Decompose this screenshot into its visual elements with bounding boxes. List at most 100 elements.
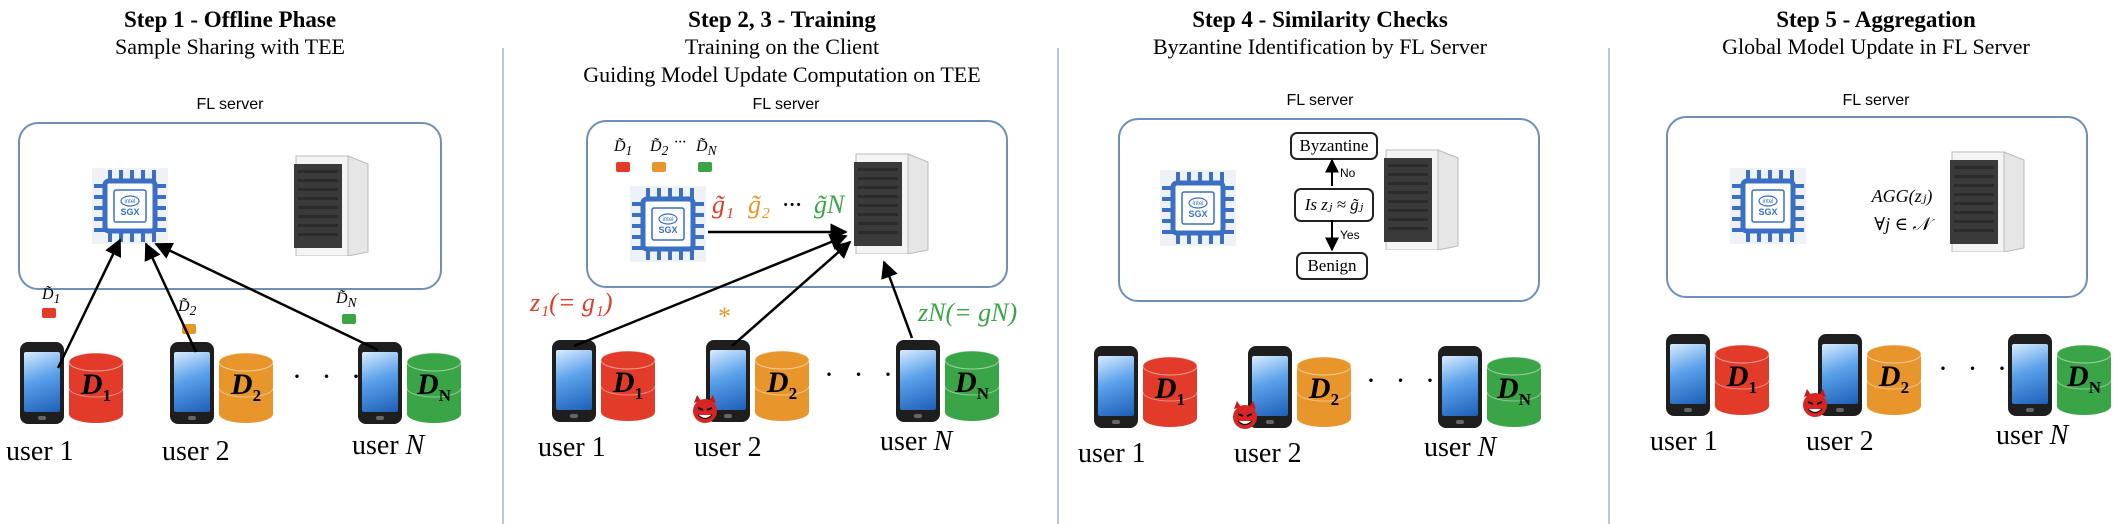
database-icon: D2 [1864, 342, 1924, 418]
smartphone-icon [1438, 346, 1482, 428]
server-label: FL server [1842, 92, 1910, 109]
step-title: Step 2, 3 - Training [688, 7, 876, 32]
smartphone-icon [358, 342, 402, 424]
divider [502, 48, 504, 524]
step-subtitle: Guiding Model Update Computation on TEE [583, 62, 981, 87]
intel-sgx-chip-icon: intel SGX [1730, 168, 1806, 244]
database-icon: D1 [1712, 342, 1772, 418]
divider [1057, 48, 1059, 524]
yes-label: Yes [1340, 228, 1360, 242]
svg-text:intel: intel [1192, 201, 1203, 207]
subset-chip [342, 314, 356, 324]
dataset-subset-label: D̃1 [42, 286, 61, 307]
subset-chip [182, 324, 196, 334]
step-title: Step 4 - Similarity Checks [1192, 7, 1448, 32]
similarity-check-box: Is zⱼ ≈ g̃ⱼ [1294, 188, 1374, 222]
database-icon: DN [2054, 342, 2114, 418]
step-subtitle: Sample Sharing with TEE [115, 34, 345, 59]
fl-server-box [18, 122, 442, 290]
user-label: user 1 [6, 436, 74, 467]
database-icon: D2 [216, 350, 276, 426]
user-label: user 2 [162, 436, 230, 467]
smartphone-icon [170, 342, 214, 424]
user-label: user 2 [1234, 438, 1302, 469]
no-label: No [1340, 166, 1356, 180]
smartphone-icon [20, 342, 64, 424]
server-label: FL server [196, 96, 264, 113]
subset-chip [652, 162, 666, 172]
database-icon: D1 [66, 350, 126, 426]
guiding-update-label: ··· [782, 190, 802, 219]
server-tower-icon [1378, 146, 1462, 255]
subset-chip [616, 162, 630, 172]
svg-text:SGX: SGX [658, 225, 677, 235]
devil-icon [1800, 388, 1830, 418]
server-tower-icon [288, 152, 372, 261]
dataset-subset-label: D̃N [696, 138, 717, 159]
svg-text:SGX: SGX [1188, 209, 1207, 219]
database-icon: DN [942, 348, 1002, 424]
user-label: user 2 [694, 432, 762, 463]
subset-chip [698, 162, 712, 172]
svg-text:intel: intel [124, 199, 135, 205]
smartphone-icon [552, 340, 596, 422]
server-tower-icon [1944, 148, 2028, 257]
server-label: FL server [1286, 92, 1354, 109]
svg-text:intel: intel [1762, 199, 1773, 205]
database-icon: D1 [1140, 354, 1200, 430]
guiding-update-label: g̃₂ [748, 190, 771, 219]
smartphone-icon [2008, 334, 2052, 416]
byzantine-box: Byzantine [1290, 132, 1378, 160]
dataset-subset-label: D̃2 [178, 298, 197, 319]
user-label: user N [880, 426, 953, 457]
divider [1608, 48, 1610, 524]
ellipsis: · · · [1366, 364, 1441, 397]
devil-icon [690, 394, 720, 424]
user-label: user 2 [1806, 426, 1874, 457]
user-label: user 1 [538, 432, 606, 463]
step-subtitle: Byzantine Identification by FL Server [1153, 34, 1487, 59]
user-label: user 1 [1078, 438, 1146, 469]
server-tower-icon [848, 150, 932, 259]
smartphone-icon [1248, 346, 1292, 428]
database-icon: D1 [598, 348, 658, 424]
intel-sgx-chip-icon: intel SGX [92, 168, 168, 244]
database-icon: DN [404, 350, 464, 426]
intel-sgx-chip-icon: intel SGX [1160, 170, 1236, 246]
user-label: user N [1424, 432, 1497, 463]
step-title: Step 5 - Aggregation [1776, 7, 1976, 32]
user-label: user N [352, 430, 425, 461]
subset-chip [42, 308, 56, 318]
aggregation-formula: AGG(zⱼ) ∀j ∈ 𝒩 [1852, 182, 1952, 238]
svg-text:intel: intel [662, 217, 673, 223]
smartphone-icon [1094, 346, 1138, 428]
database-icon: D2 [752, 348, 812, 424]
star-mark: * [718, 302, 731, 331]
dataset-subset-label: D̃2 [650, 138, 669, 159]
step-title: Step 1 - Offline Phase [123, 7, 337, 32]
user-label: user N [1996, 420, 2069, 451]
step-subtitle: Training on the Client [684, 34, 880, 59]
server-label: FL server [752, 96, 820, 113]
aggregation-quantifier: ∀j ∈ 𝒩 [1874, 214, 1930, 234]
smartphone-icon [1666, 334, 1710, 416]
benign-box: Benign [1296, 252, 1368, 280]
dataset-subset-label: D̃N [336, 290, 357, 311]
database-icon: D2 [1294, 354, 1354, 430]
subset-dots: ··· [674, 134, 686, 151]
user-label: user 1 [1650, 426, 1718, 457]
guiding-update-label: g̃₁ [712, 190, 735, 219]
database-icon: DN [1484, 354, 1544, 430]
smartphone-icon [896, 340, 940, 422]
ellipsis: · · · [1938, 352, 2013, 385]
ellipsis: · · · [292, 360, 367, 393]
ellipsis: · · · [824, 358, 899, 391]
aggregation-function: AGG(zⱼ) [1871, 186, 1933, 206]
dataset-subset-label: D̃1 [614, 138, 633, 159]
svg-text:SGX: SGX [1758, 207, 1777, 217]
devil-icon [1230, 400, 1260, 430]
intel-sgx-chip-icon: intel SGX [630, 186, 706, 262]
svg-text:SGX: SGX [120, 207, 139, 217]
step-subtitle: Global Model Update in FL Server [1722, 34, 2030, 59]
